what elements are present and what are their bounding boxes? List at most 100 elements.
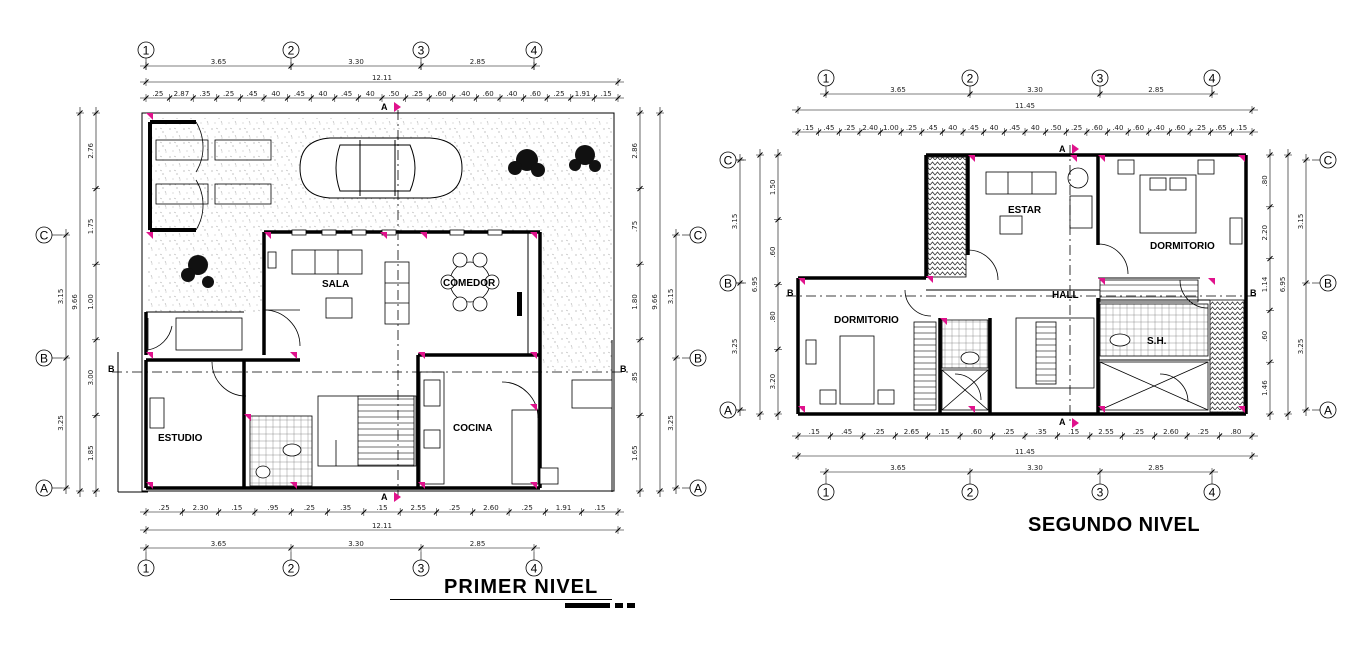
sf-top-detail-dim: 1.00 (883, 124, 899, 132)
sf-bottom-axis-dim: 3.65 (890, 464, 906, 472)
ff-top-detail-dim: .25 (553, 90, 564, 98)
column-marker (420, 232, 427, 239)
column-marker (940, 318, 947, 325)
room-label-comedor: COMEDOR (443, 278, 496, 289)
sf-bottom-detail-dim: 2.55 (1098, 428, 1114, 436)
sf-bottom-detail-dim: 2.60 (1163, 428, 1179, 436)
cut-label-right-ff: B (620, 364, 627, 374)
axis-circle-top-4-label: 4 (531, 44, 538, 58)
sf-axis-circle-left-B-label: B (724, 277, 732, 291)
axis-circle-right-C-label: C (694, 229, 703, 243)
title-segundo-nivel: SEGUNDO NIVEL (1028, 514, 1201, 536)
column-marker (146, 352, 153, 359)
sf-top-detail-dim: .45 (1009, 124, 1020, 132)
sf-bottom-detail-dim: 2.65 (904, 428, 920, 436)
ff-bottom-detail-dim: .25 (159, 504, 170, 512)
room-label-sh: S.H. (1147, 336, 1167, 347)
title-primer-nivel: PRIMER NIVEL (444, 576, 599, 598)
room-label-cocina: COCINA (453, 423, 492, 434)
sf-left-total: 6.95 (751, 277, 759, 293)
column-marker (1070, 155, 1077, 162)
ff-bottom-detail-dim: 1.91 (556, 504, 572, 512)
ff-top-axis-dim: 2.85 (470, 58, 486, 66)
ff-bottom-total: 12.11 (372, 522, 392, 530)
sf-left-dim: .80 (769, 311, 777, 322)
sf-axis-circle-right-C-label: C (1324, 154, 1333, 168)
column-marker (968, 155, 975, 162)
sf-axis-circle-left-A-label: A (724, 404, 732, 418)
sf-right-axis-dim: 3.15 (1297, 214, 1305, 230)
sf-top-detail-dim: .25 (906, 124, 917, 132)
sf-bottom-detail-dim: .35 (1036, 428, 1047, 436)
axis-circle-top-1-label: 1 (143, 44, 150, 58)
column-marker (926, 276, 933, 283)
column-marker (146, 232, 153, 239)
column-marker (530, 404, 537, 411)
dining-table-icon (440, 252, 500, 312)
column-marker (1238, 155, 1245, 162)
sf-top-detail-dim: 40 (948, 124, 957, 132)
ff-top-detail-dim: .40 (506, 90, 517, 98)
ff-right-total: 9.66 (651, 294, 659, 310)
ff-bottom-detail-dim: .95 (268, 504, 279, 512)
ff-top-detail-dim: .25 (223, 90, 234, 98)
sf-bottom-total: 11.45 (1015, 448, 1035, 456)
sf-axis-circle-bottom-2-label: 2 (967, 486, 974, 500)
ff-bottom-detail-dim: 2.55 (411, 504, 427, 512)
ff-left-dim: 1.00 (87, 294, 95, 310)
ff-bottom-detail-dim: .25 (522, 504, 533, 512)
column-marker (1098, 278, 1105, 285)
axis-circle-left-A-label: A (40, 482, 48, 496)
sf-bottom-detail-dim: .25 (1133, 428, 1144, 436)
sf-axis-circle-top-2-label: 2 (967, 72, 974, 86)
ff-bottom-detail-dim: .15 (594, 504, 605, 512)
ff-top-detail-dim: .50 (388, 90, 399, 98)
ff-bottom-detail-dim: .15 (376, 504, 387, 512)
sf-top-detail-dim: .40 (1154, 124, 1165, 132)
cut-label-left-sf: B (787, 288, 794, 298)
column-marker (798, 406, 805, 413)
column-marker (1238, 406, 1245, 413)
column-marker (418, 352, 425, 359)
ff-top-detail-dim: .25 (412, 90, 423, 98)
property-line (141, 112, 615, 492)
sf-left-axis-dim: 3.15 (731, 214, 739, 230)
sf-left-axis-dim: 3.25 (731, 339, 739, 355)
ff-left-dim: 2.76 (87, 142, 95, 158)
column-marker (1208, 278, 1215, 285)
ff-right-dim: 2.86 (631, 142, 639, 158)
ff-top-detail-dim: 40 (271, 90, 280, 98)
axis-circle-bottom-1-label: 1 (143, 562, 150, 576)
ff-top-detail-dim: .45 (294, 90, 305, 98)
cut-label-bottom-ff: A (381, 492, 388, 502)
sf-bottom-detail-dim: .15 (809, 428, 820, 436)
sf-left-dim: .60 (769, 247, 777, 258)
sf-top-detail-dim: .15 (803, 124, 814, 132)
sf-right-total: 6.95 (1279, 277, 1287, 293)
column-marker (418, 482, 425, 489)
sf-axis-circle-left-C-label: C (724, 154, 733, 168)
column-marker (968, 406, 975, 413)
second-floor-plan (786, 145, 1256, 424)
sf-top-axis-dim: 2.85 (1148, 86, 1164, 94)
room-label-hall: HALL (1052, 290, 1079, 301)
sf-top-detail-dim: .25 (1071, 124, 1082, 132)
ff-top-detail-dim: .25 (152, 90, 163, 98)
axis-circle-bottom-2-label: 2 (288, 562, 295, 576)
sf-bottom-detail-dim: .45 (841, 428, 852, 436)
sf-bottom-detail-dim: .60 (971, 428, 982, 436)
ff-right-dim: .85 (631, 372, 639, 383)
sf-bottom-detail-dim: .25 (874, 428, 885, 436)
room-label-dormitorio-right: DORMITORIO (1150, 241, 1215, 252)
ff-left-axis-dim: 3.15 (57, 289, 65, 305)
sf-top-detail-dim: .60 (1092, 124, 1103, 132)
ff-left-dim: 1.75 (87, 219, 95, 235)
ff-top-axis-dim: 3.30 (348, 58, 364, 66)
sf-top-detail-dim: .25 (1195, 124, 1206, 132)
ff-right-axis-dim: 3.15 (667, 289, 675, 305)
ff-top-detail-dim: .60 (483, 90, 494, 98)
sf-bottom-detail-dim: .80 (1230, 428, 1241, 436)
column-marker (380, 232, 387, 239)
ff-bottom-detail-dim: .25 (449, 504, 460, 512)
